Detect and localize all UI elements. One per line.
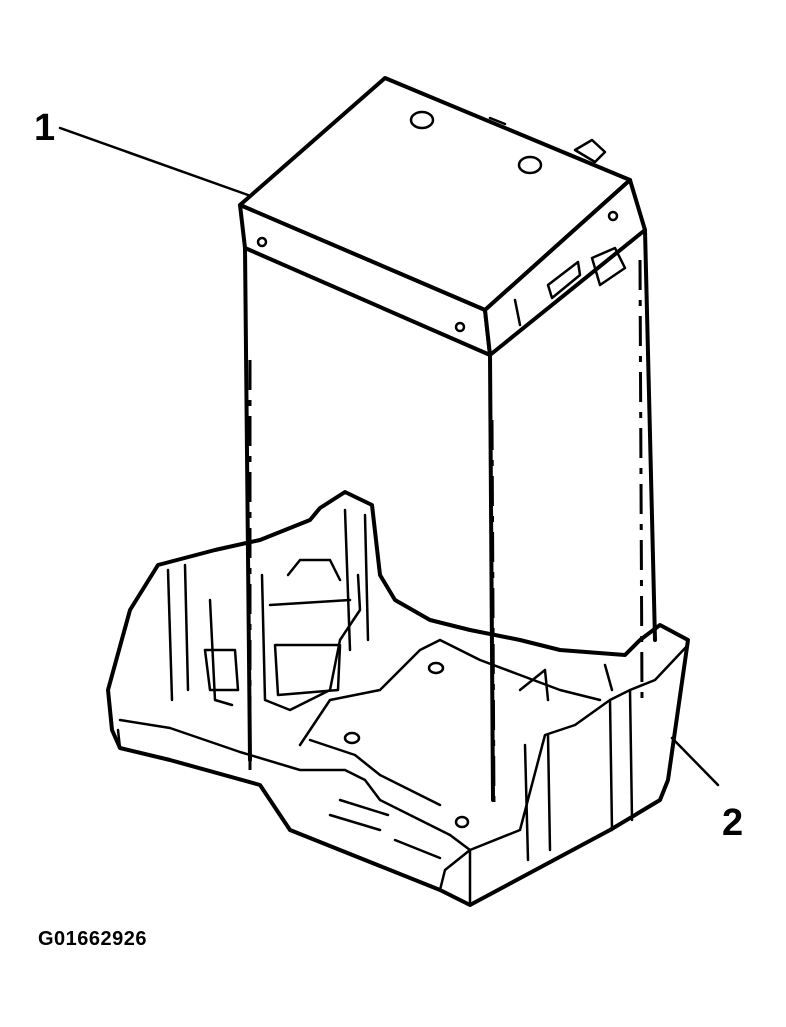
alignment-lines: [248, 259, 644, 811]
callout-1: 1: [34, 107, 55, 149]
figure-id: G01662926: [38, 928, 148, 950]
callout-2: 2: [722, 802, 743, 844]
leader-line-2: [670, 736, 720, 787]
leader-line-1: [58, 126, 250, 197]
battery-tray: [106, 490, 690, 907]
